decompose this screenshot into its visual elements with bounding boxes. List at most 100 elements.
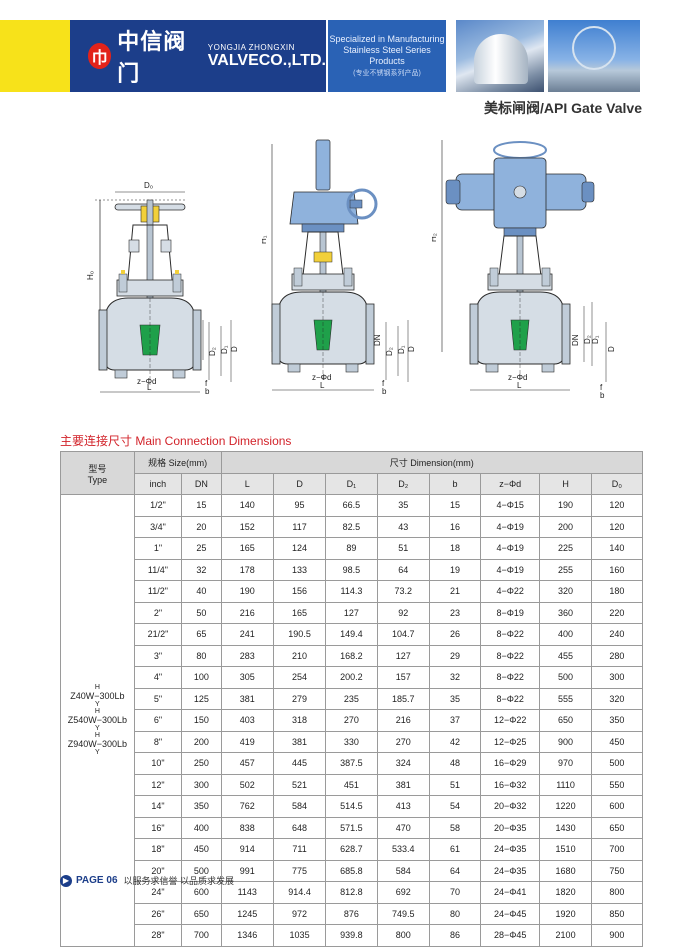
cell-d2: 800 xyxy=(376,924,430,947)
cell-d1: 235 xyxy=(325,687,378,710)
cell-d2: 216 xyxy=(376,709,430,732)
cell-d2: 104.7 xyxy=(376,623,430,646)
cell-zd: 8−Φ22 xyxy=(479,644,541,667)
cell-b: 37 xyxy=(428,709,482,732)
cell-b: 48 xyxy=(428,752,482,775)
cell-zd: 8−Φ22 xyxy=(479,623,541,646)
cell-inch: 10" xyxy=(133,752,183,775)
cell-d: 914.4 xyxy=(272,881,327,904)
cell-d0: 160 xyxy=(590,558,644,581)
tank-shape xyxy=(474,34,528,84)
table-header-row-1: 型号 Type 规格 Size(mm) 尺寸 Dimension(mm) xyxy=(60,451,644,495)
cell-d: 318 xyxy=(272,709,327,732)
cell-h: 555 xyxy=(539,687,592,710)
cell-inch: 5" xyxy=(133,687,183,710)
cell-h: 255 xyxy=(539,558,592,581)
col-header: L xyxy=(220,472,274,495)
page-title: 美标闸阀/API Gate Valve xyxy=(484,100,642,116)
label-zd-3: z−Φd xyxy=(508,373,528,382)
label-d-2: D xyxy=(407,346,416,352)
label-d1-1: D₁ xyxy=(220,345,229,354)
cell-b: 32 xyxy=(428,666,482,689)
drawing3-side-dims: D f b xyxy=(600,322,616,400)
cell-h: 1820 xyxy=(539,881,592,904)
drawing-gear-operated-valve: H₁ z−Φd L DN xyxy=(262,139,382,391)
cell-h: 970 xyxy=(539,752,592,775)
label-d-3: D xyxy=(607,346,616,352)
cell-inch: 2" xyxy=(133,601,183,624)
cell-h: 1220 xyxy=(539,795,592,818)
label-d2-3: D₂ xyxy=(583,335,592,344)
label-dn-2: DN xyxy=(373,334,382,346)
cell-zd: 20−Φ35 xyxy=(479,816,541,839)
cell-b: 35 xyxy=(428,687,482,710)
cell-d: 445 xyxy=(272,752,327,775)
cell-d2: 533.4 xyxy=(376,838,430,861)
cell-b: 19 xyxy=(428,558,482,581)
cell-zd: 4−Φ15 xyxy=(479,494,541,517)
drawing1-side-dims: D₂ D₁ D f b xyxy=(205,320,239,396)
col-header: D₀ xyxy=(590,472,644,495)
cell-d0: 500 xyxy=(590,752,644,775)
cell-d0: 180 xyxy=(590,580,644,603)
cell-zd: 16−Φ32 xyxy=(479,773,541,796)
cell-d2: 749.5 xyxy=(376,902,430,925)
cell-zd: 4−Φ22 xyxy=(479,580,541,603)
cell-b: 64 xyxy=(428,859,482,882)
label-h0: H₀ xyxy=(86,271,95,280)
cell-l: 419 xyxy=(220,730,274,753)
cell-h: 900 xyxy=(539,730,592,753)
catalog-page: 巾 中信阀门 YONGJIA ZHONGXIN VALVECO.,LTD. Sp… xyxy=(0,20,644,947)
type-model-name: Z940W−300Lb xyxy=(67,739,127,750)
cell-d1: 876 xyxy=(325,902,378,925)
cell-dn: 250 xyxy=(181,752,222,775)
cell-h: 200 xyxy=(539,515,592,538)
cell-b: 61 xyxy=(428,838,482,861)
cell-b: 80 xyxy=(428,902,482,925)
cell-dn: 40 xyxy=(181,580,222,603)
cell-l: 1346 xyxy=(220,924,274,947)
cell-d0: 320 xyxy=(590,687,644,710)
cell-d0: 450 xyxy=(590,730,644,753)
cell-h: 1510 xyxy=(539,838,592,861)
cell-h: 320 xyxy=(539,580,592,603)
cell-inch: 28" xyxy=(133,924,183,947)
cell-inch: 4" xyxy=(133,666,183,689)
cell-l: 502 xyxy=(220,773,274,796)
label-zd-2: z−Φd xyxy=(312,373,332,382)
cell-d: 279 xyxy=(272,687,327,710)
cell-b: 21 xyxy=(428,580,482,603)
globe-shape xyxy=(572,26,616,70)
label-h1: H₁ xyxy=(262,235,268,244)
cell-d: 95 xyxy=(272,494,327,517)
cell-d1: 451 xyxy=(325,773,378,796)
cell-h: 1110 xyxy=(539,773,592,796)
cell-d2: 324 xyxy=(376,752,430,775)
cell-inch: 3/4" xyxy=(133,515,183,538)
cell-zd: 4−Φ19 xyxy=(479,515,541,538)
cell-zd: 4−Φ19 xyxy=(479,537,541,560)
cell-l: 914 xyxy=(220,838,274,861)
cell-inch: 21/2" xyxy=(133,623,183,646)
cell-d0: 120 xyxy=(590,494,644,517)
cell-dn: 32 xyxy=(181,558,222,581)
cell-d: 254 xyxy=(272,666,327,689)
logo-english-name: YONGJIA ZHONGXIN VALVECO.,LTD. xyxy=(208,43,326,70)
cell-d1: 66.5 xyxy=(325,494,378,517)
cell-d1: 685.8 xyxy=(325,859,378,882)
label-dn-3: DN xyxy=(571,334,580,346)
cell-dn: 65 xyxy=(181,623,222,646)
cell-zd: 8−Φ19 xyxy=(479,601,541,624)
type-model-sup: H xyxy=(94,732,100,740)
cell-l: 165 xyxy=(220,537,274,560)
cell-d1: 939.8 xyxy=(325,924,378,947)
cell-l: 457 xyxy=(220,752,274,775)
cell-dn: 125 xyxy=(181,687,222,710)
play-arrow-icon: ▶ xyxy=(60,874,72,887)
